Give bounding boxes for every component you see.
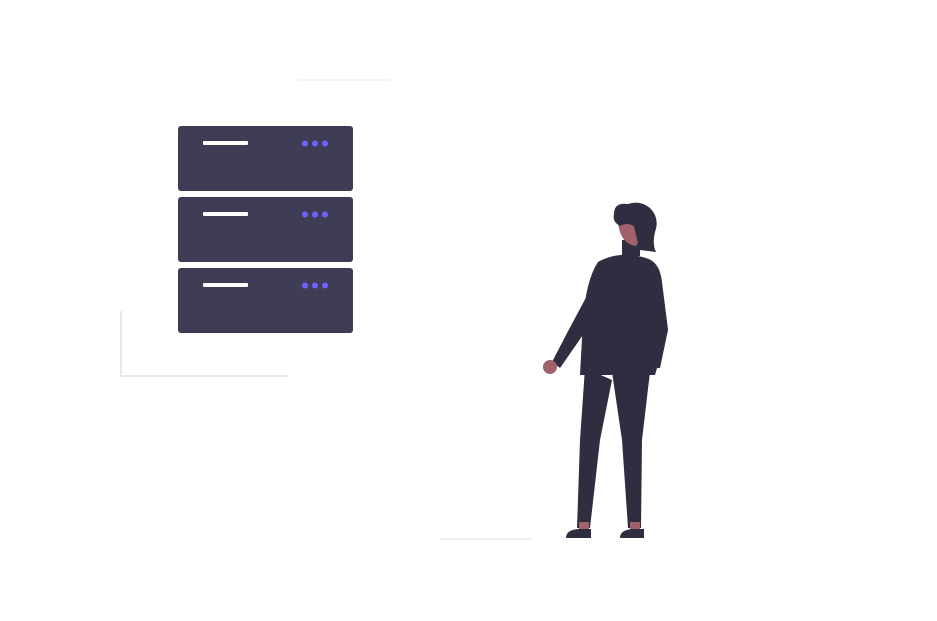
server-unit xyxy=(178,268,353,333)
server-led-dot xyxy=(322,282,328,289)
decorative-lines xyxy=(120,79,532,540)
server-led-dot xyxy=(302,282,308,289)
server-unit-bar xyxy=(203,283,248,287)
person-right-arm xyxy=(648,268,668,368)
server-led-dot xyxy=(312,211,318,218)
server-unit xyxy=(178,197,353,262)
person-right-shoe xyxy=(620,529,644,538)
server-led-dot xyxy=(322,211,328,218)
server-led-dot xyxy=(312,140,318,147)
person-hand xyxy=(543,360,557,374)
server-unit-bar xyxy=(203,141,248,145)
server-led-dot xyxy=(312,282,318,289)
standing-person-icon xyxy=(543,202,668,538)
server-led-dot xyxy=(302,211,308,218)
server-unit-panel xyxy=(178,268,353,333)
server-unit-panel xyxy=(178,126,353,191)
person-right-ankle xyxy=(630,522,640,530)
person-torso xyxy=(580,254,668,375)
server-unit-panel xyxy=(178,197,353,262)
server-unit-bar xyxy=(203,212,248,216)
person-right-leg xyxy=(612,372,650,528)
person-left-leg xyxy=(577,368,612,528)
server-unit xyxy=(178,126,353,191)
server-led-dot xyxy=(322,140,328,147)
bracket-faint-line xyxy=(120,311,288,377)
server-rack-icon xyxy=(178,126,353,333)
person-hair xyxy=(613,202,657,252)
person-left-shoe xyxy=(566,529,591,538)
server-led-dot xyxy=(302,140,308,147)
person-left-ankle xyxy=(579,522,589,530)
person-left-arm xyxy=(552,265,600,368)
